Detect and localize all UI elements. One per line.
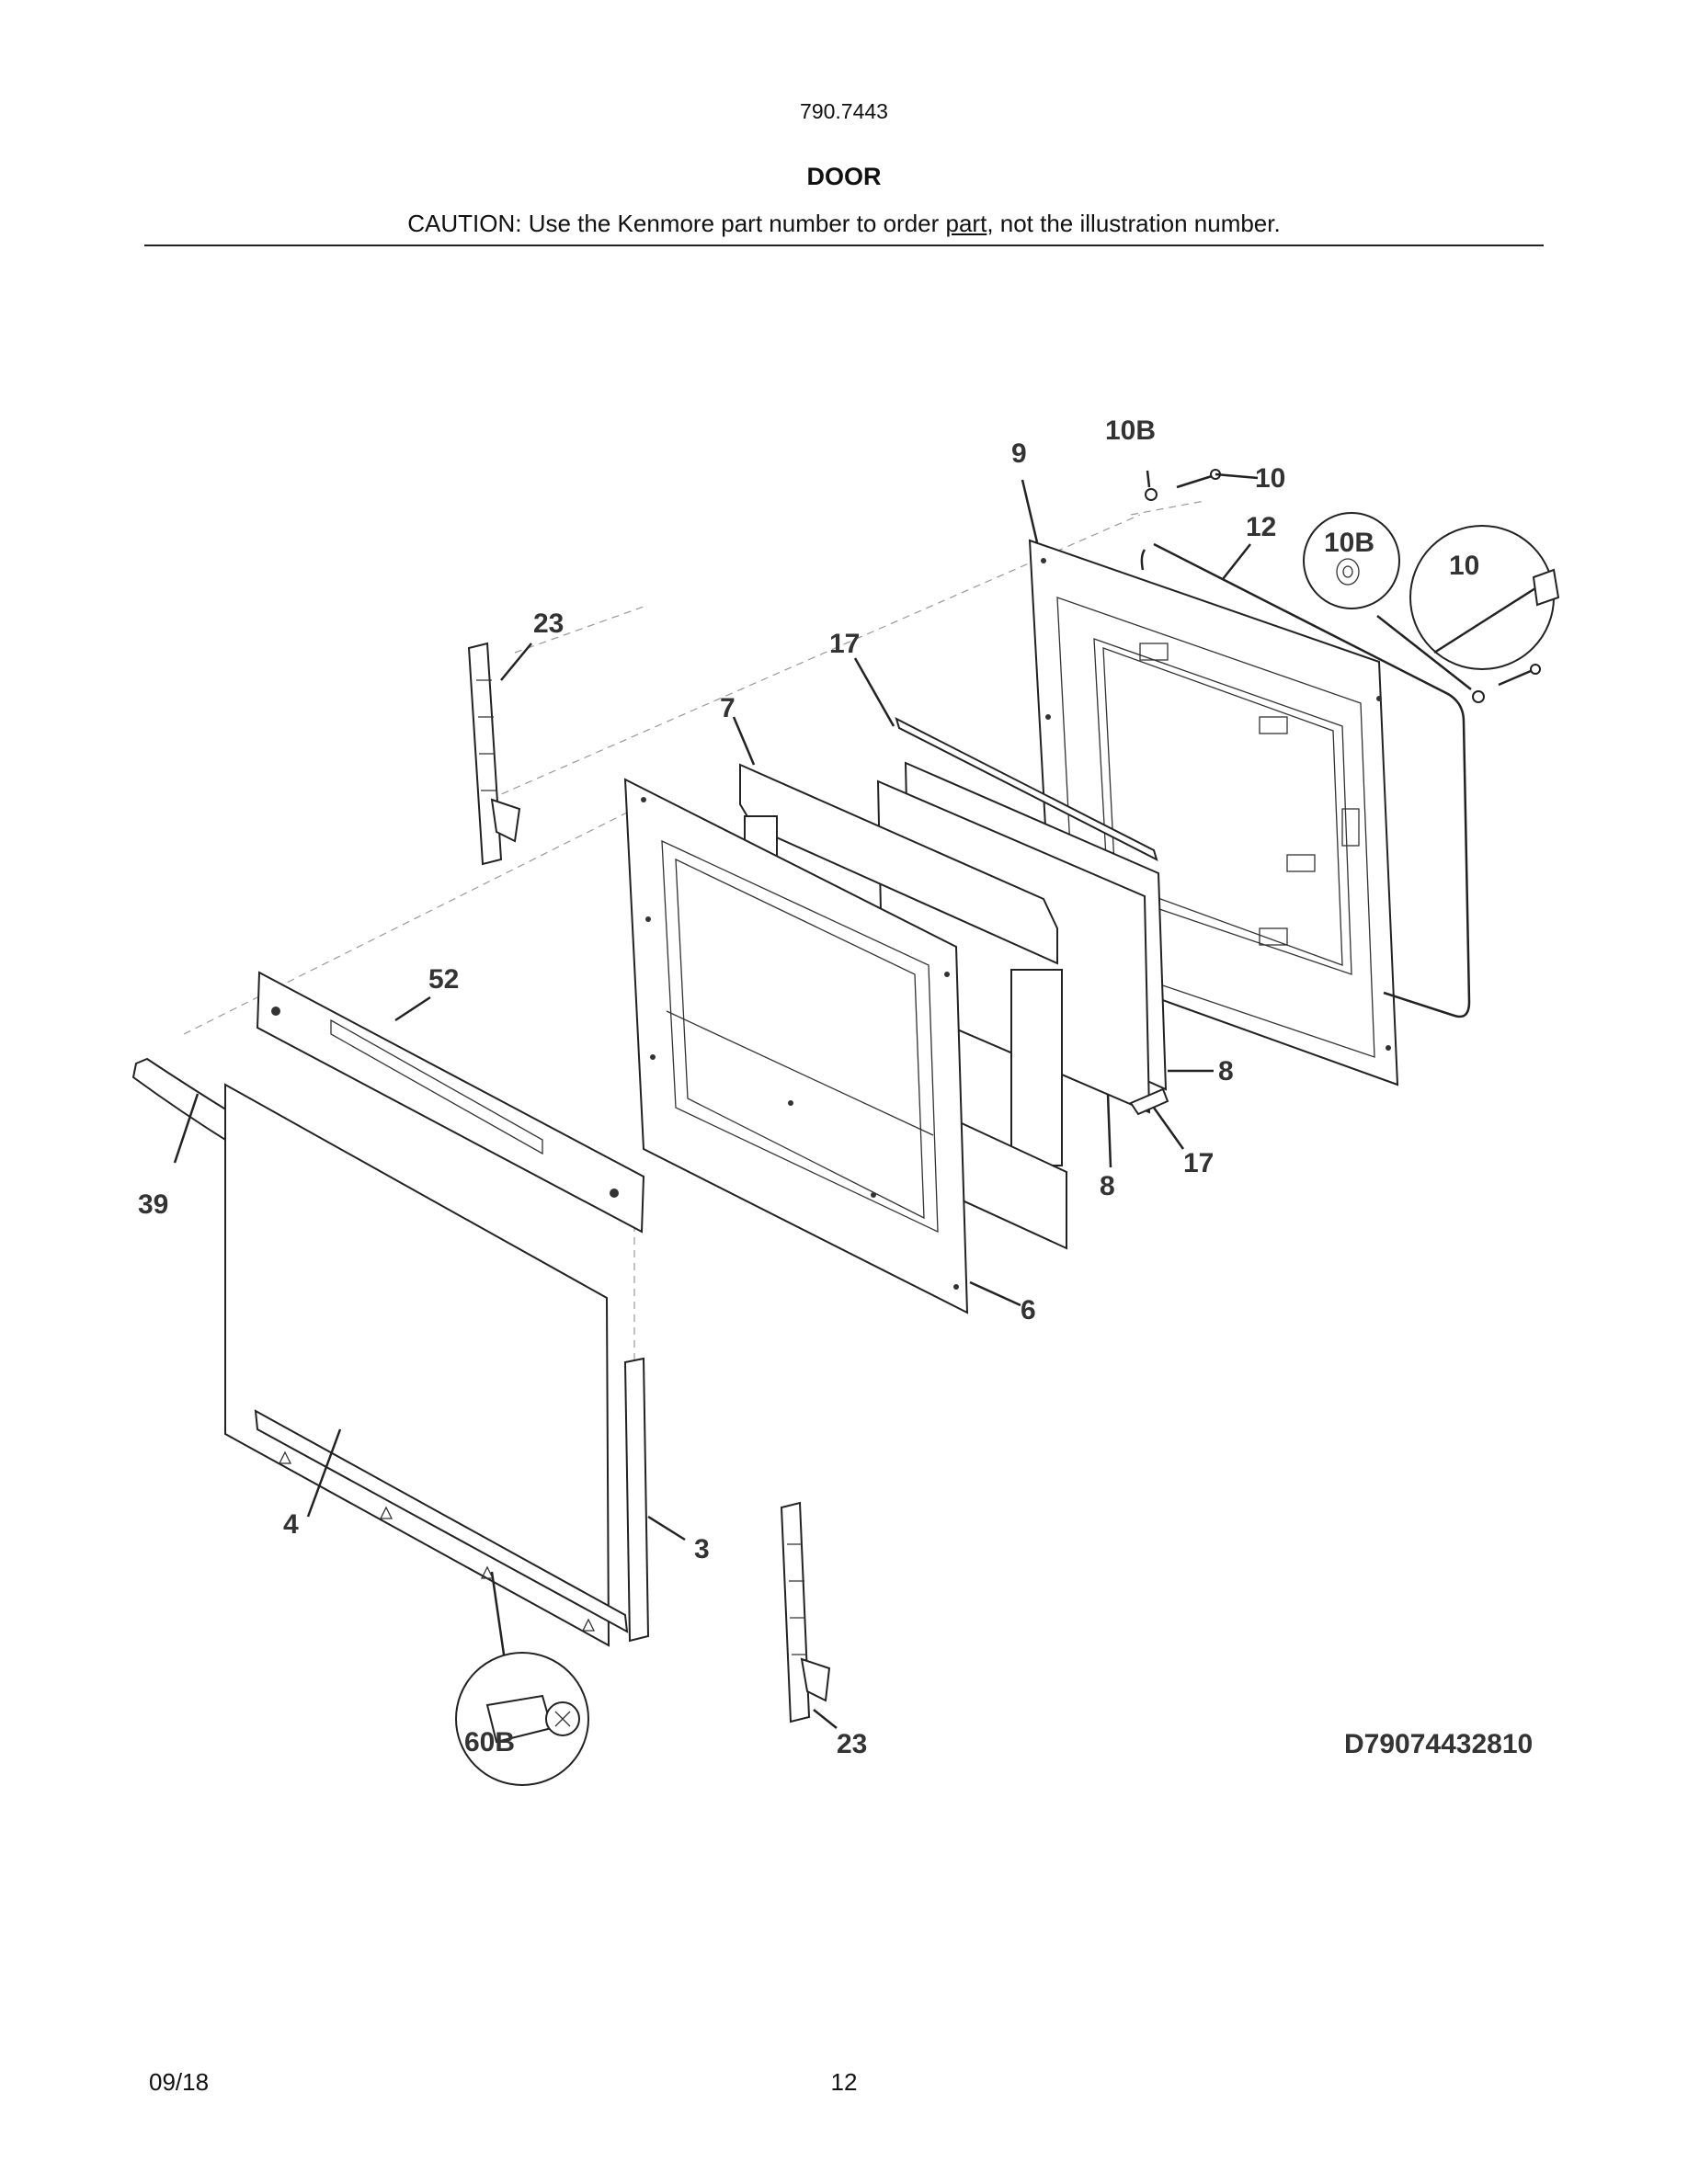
callout-9: 9	[1011, 438, 1027, 469]
callout-23-top: 23	[533, 609, 564, 639]
part-17-glass-channel-top	[895, 717, 1158, 861]
caution-text: CAUTION: Use the Kenmore part number to …	[0, 210, 1688, 238]
callout-3: 3	[694, 1534, 710, 1564]
callout-60b: 60B	[464, 1727, 515, 1757]
callout-10-top: 10	[1255, 463, 1285, 494]
callout-6: 6	[1021, 1295, 1036, 1325]
callout-7: 7	[720, 693, 736, 723]
zoom-circle-10b	[1303, 512, 1400, 609]
callout-17-bottom: 17	[1183, 1148, 1214, 1178]
drawing-code: D79074432810	[1344, 1729, 1533, 1759]
callout-10b-zoom: 10B	[1324, 528, 1374, 558]
callout-17-top: 17	[829, 629, 860, 659]
part-23-hinge-top	[467, 642, 521, 866]
callout-52: 52	[428, 964, 459, 995]
part-52-vent-trim	[256, 971, 645, 1234]
footer-page-number: 12	[830, 2068, 858, 2096]
model-number: 790.7443	[800, 99, 888, 123]
callout-10b-top: 10B	[1105, 415, 1156, 446]
part-10b-washer-top	[1145, 488, 1158, 501]
caution-prefix: CAUTION: Use the Kenmore part number to …	[407, 210, 946, 237]
screws-60b	[278, 1450, 596, 1632]
part-4-outer-door-glass	[224, 1083, 629, 1647]
callout-8-bottom: 8	[1100, 1171, 1115, 1201]
leader-lines	[173, 470, 1472, 1729]
part-17-glass-channel-bottom	[1129, 1087, 1169, 1116]
callout-23-bottom: 23	[837, 1729, 867, 1759]
caution-suffix: , not the illustration number.	[987, 210, 1281, 237]
callout-39: 39	[138, 1189, 168, 1220]
zoom-circle-60b	[455, 1652, 589, 1786]
callout-12: 12	[1246, 512, 1276, 542]
part-10-screw-side	[1472, 664, 1541, 703]
part-12-door-gasket	[1140, 542, 1471, 1018]
part-10-screw-top	[1176, 469, 1221, 489]
header-rule	[144, 245, 1544, 246]
caution-underlined: part	[945, 210, 987, 237]
callout-4: 4	[283, 1509, 299, 1540]
callout-8-right: 8	[1218, 1056, 1234, 1086]
footer-date: 09/18	[149, 2068, 210, 2096]
zoom-circle-10	[1409, 525, 1560, 670]
part-23-hinge-bottom	[780, 1501, 831, 1723]
callout-10-zoom: 10	[1449, 551, 1479, 581]
part-6-door-frame	[623, 778, 969, 1314]
part-3-side-trim	[623, 1357, 650, 1643]
section-title: DOOR	[806, 163, 882, 190]
